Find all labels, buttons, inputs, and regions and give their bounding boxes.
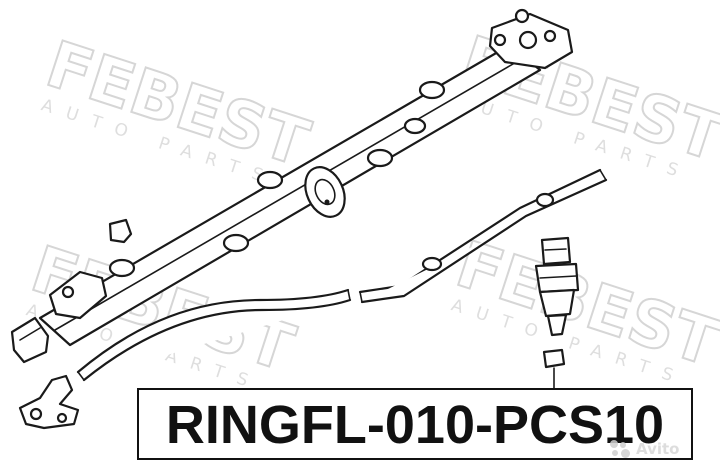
fuel-rail — [38, 43, 542, 347]
o-ring — [542, 348, 566, 391]
return-pipe — [358, 168, 608, 304]
fuel-injector — [534, 236, 580, 337]
avito-logo-icon — [608, 439, 632, 459]
watermark-brand: FEBEST — [448, 228, 720, 382]
fuel-hose — [76, 288, 352, 382]
watermark: FEBEST AUTO PARTS — [452, 22, 720, 185]
avito-text: Avito — [636, 440, 680, 458]
pressure-damper — [304, 166, 346, 218]
small-cap — [108, 218, 133, 244]
watermark: FEBEST AUTO PARTS — [447, 227, 720, 390]
hose-connector — [18, 374, 80, 430]
rail-inlet-fitting — [10, 270, 108, 364]
part-number-box: RINGFL-010-PCS10 — [137, 388, 693, 460]
rail-end-flange — [488, 8, 574, 70]
watermark: FEBEST AUTO PARTS — [37, 27, 319, 190]
avito-watermark: Avito — [608, 438, 679, 460]
part-number: RINGFL-010-PCS10 — [165, 395, 665, 455]
